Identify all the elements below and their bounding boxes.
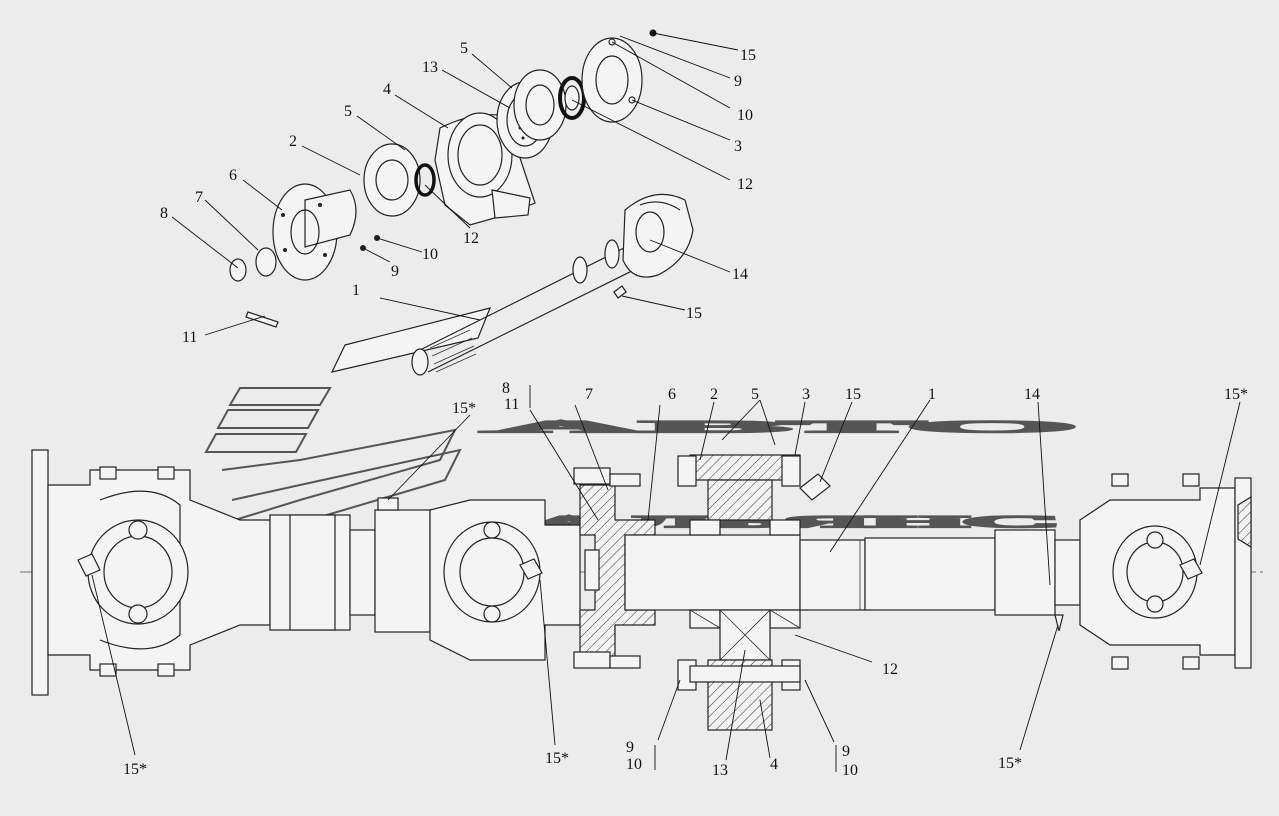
label-section-15star-bottom-right: 15* [998, 755, 1022, 772]
watermark-line1: АВТО [490, 419, 1070, 436]
exploded-shaft [330, 239, 651, 376]
exploded-cover-3 [581, 37, 643, 123]
section-bearing-housing [677, 454, 831, 731]
label-section-12: 12 [882, 661, 898, 678]
exploded-nut [229, 258, 247, 282]
section-view: 8 11 7 6 2 5 3 15 1 14 15* 15* 15* 15* 1… [20, 380, 1265, 779]
section-flange [573, 467, 656, 669]
exploded-washer [255, 247, 277, 277]
right-shaft [799, 529, 1081, 632]
label-exploded-5-top: 5 [460, 40, 468, 57]
label-section-9-right: 9 [842, 743, 850, 760]
label-exploded-8: 8 [160, 205, 168, 222]
label-section-1: 1 [928, 386, 936, 403]
grease-fitting-bearing [799, 473, 831, 501]
label-section-10-left: 10 [626, 756, 642, 773]
label-section-3: 3 [802, 386, 810, 403]
label-section-15star-top-right: 15* [1224, 386, 1248, 403]
grease-fitting-left [77, 553, 101, 577]
right-universal-joint [1079, 473, 1252, 670]
exploded-seal-upper [558, 76, 586, 120]
label-exploded-4: 4 [383, 81, 391, 98]
label-section-15star-bottom-mid: 15* [545, 750, 569, 767]
label-section-10-right: 10 [842, 762, 858, 779]
label-exploded-12-top: 12 [737, 176, 753, 193]
label-section-9-left: 9 [626, 739, 634, 756]
section-leaders [91, 385, 1241, 772]
label-section-4: 4 [770, 756, 778, 773]
label-section-2: 2 [710, 386, 718, 403]
label-exploded-1: 1 [352, 282, 360, 299]
label-exploded-2: 2 [289, 133, 297, 150]
label-exploded-15-mid: 15 [686, 305, 702, 322]
section-shaft [624, 534, 801, 611]
exploded-yoke [622, 193, 694, 278]
label-exploded-6: 6 [229, 167, 237, 184]
left-shaft [269, 497, 431, 633]
exploded-view: 15 9 10 3 12 5 13 4 5 2 6 7 8 12 10 9 14… [160, 29, 756, 376]
grease-fitting-right [1179, 558, 1203, 580]
label-exploded-15-top: 15 [740, 47, 756, 64]
label-exploded-9-mid: 9 [391, 263, 399, 280]
exploded-grease-fitting-lower [613, 285, 627, 299]
left-flange [31, 449, 49, 696]
exploded-cover-upper [513, 69, 567, 141]
label-exploded-12-mid: 12 [463, 230, 479, 247]
label-section-15star-middle: 15* [452, 400, 476, 417]
label-section-14: 14 [1024, 386, 1040, 403]
label-exploded-13: 13 [422, 59, 438, 76]
exploded-flange [272, 183, 357, 281]
label-exploded-14: 14 [732, 266, 748, 283]
label-exploded-11: 11 [182, 329, 197, 346]
grease-fitting-shaft [1054, 614, 1064, 632]
label-exploded-10-top: 10 [737, 107, 753, 124]
exploded-cover-lower [363, 143, 436, 217]
label-exploded-3: 3 [734, 138, 742, 155]
label-section-7: 7 [585, 386, 593, 403]
grease-fitting-middle [519, 558, 543, 580]
label-section-5: 5 [751, 386, 759, 403]
label-exploded-7: 7 [195, 189, 203, 206]
label-section-11: 11 [504, 396, 519, 413]
exploded-leaders [171, 32, 739, 336]
label-exploded-9-top: 9 [734, 73, 742, 90]
label-section-6: 6 [668, 386, 676, 403]
label-exploded-5-mid: 5 [344, 103, 352, 120]
label-section-15star-bottom-left: 15* [123, 761, 147, 778]
label-section-8: 8 [502, 380, 510, 397]
label-exploded-10-mid: 10 [422, 246, 438, 263]
exploded-cotter-pin [245, 311, 279, 328]
label-section-13: 13 [712, 762, 728, 779]
label-section-15: 15 [845, 386, 861, 403]
